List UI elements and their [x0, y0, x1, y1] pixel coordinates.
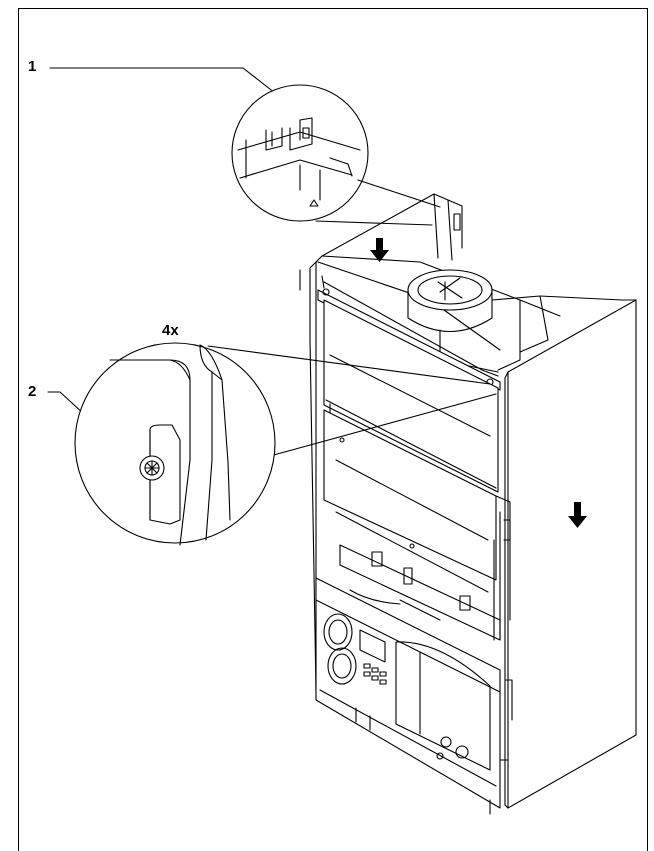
detail-circle-top: [231, 84, 369, 222]
down-arrow-icon: [370, 238, 389, 262]
quantity-label: 4x: [162, 322, 179, 339]
down-arrow-icon: [568, 502, 587, 528]
callout-1-leader: [49, 67, 276, 94]
callout-label-1: 1: [28, 58, 37, 75]
detail-circle-screw: [74, 342, 276, 546]
screw-icon: [139, 455, 165, 481]
figure-frame: [18, 8, 648, 851]
boiler-body: [299, 193, 637, 815]
callout-label-2: 2: [28, 383, 37, 400]
